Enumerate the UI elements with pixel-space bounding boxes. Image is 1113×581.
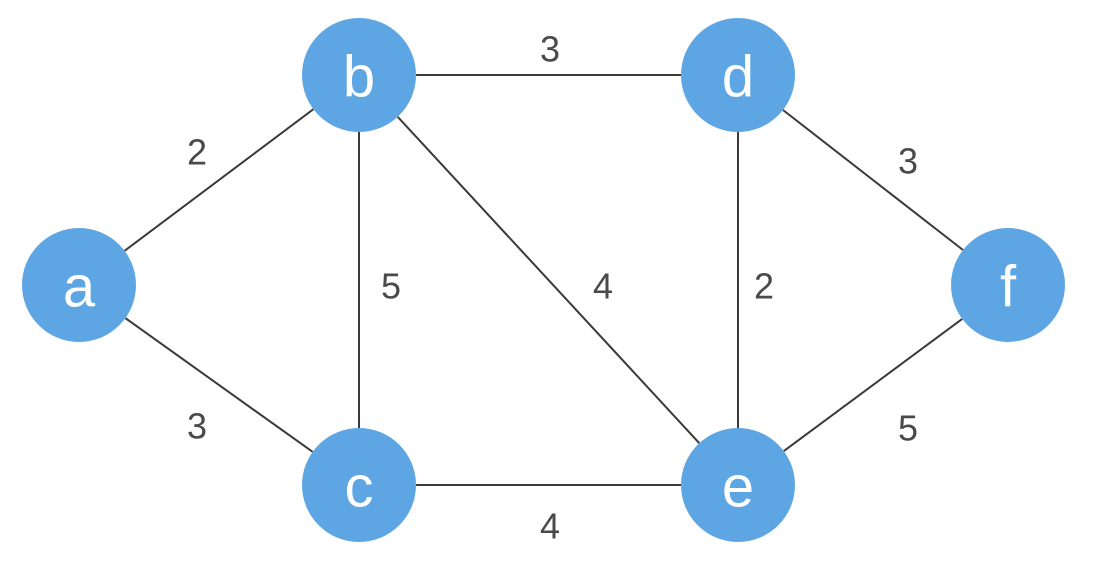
edge-a-b — [123, 108, 314, 252]
edge-e-f — [783, 318, 963, 452]
node-circle-d — [681, 18, 795, 132]
node-label-a: a — [63, 255, 96, 320]
edge-b-e — [396, 116, 701, 444]
edge-weight-d-e: 2 — [754, 266, 774, 307]
node-circle-e — [681, 428, 795, 542]
edge-weight-b-c: 5 — [381, 266, 401, 307]
edge-weight-a-b: 2 — [187, 132, 207, 173]
edge-weight-a-c: 3 — [187, 406, 207, 447]
edge-weight-d-f: 3 — [898, 141, 918, 182]
nodes-layer: a b c d e f — [22, 18, 1065, 542]
node-b: b — [302, 18, 416, 132]
node-f: f — [951, 228, 1065, 342]
node-circle-a — [22, 228, 136, 342]
edge-weight-c-e: 4 — [540, 506, 560, 547]
node-label-d: d — [722, 45, 754, 110]
edge-weight-b-e: 4 — [593, 266, 613, 307]
edges-layer — [123, 74, 964, 486]
node-a: a — [22, 228, 136, 342]
node-label-e: e — [722, 455, 754, 520]
edge-d-f — [782, 109, 964, 251]
node-d: d — [681, 18, 795, 132]
node-label-f: f — [1000, 255, 1017, 320]
weights-layer: 2 3 5 3 4 4 2 3 5 — [187, 29, 918, 547]
edge-a-c — [124, 317, 314, 453]
edge-weight-b-d: 3 — [540, 29, 560, 70]
node-label-c: c — [345, 455, 374, 520]
node-e: e — [681, 428, 795, 542]
edge-weight-e-f: 5 — [898, 408, 918, 449]
node-c: c — [302, 428, 416, 542]
node-circle-c — [302, 428, 416, 542]
node-label-b: b — [343, 45, 375, 110]
node-circle-f — [951, 228, 1065, 342]
node-circle-b — [302, 18, 416, 132]
